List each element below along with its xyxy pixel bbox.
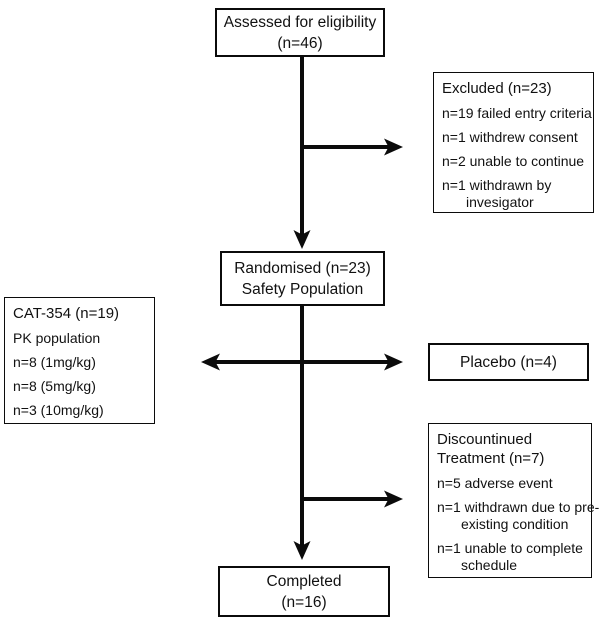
cat354-item: PK population	[13, 330, 101, 346]
discontinued-box: Discountinued Treatment (n=7) n=5 advers…	[428, 423, 600, 578]
cat354-item: n=8 (1mg/kg)	[13, 354, 96, 370]
cat354-title: CAT-354 (n=19)	[13, 305, 120, 322]
cat354-box: CAT-354 (n=19) PK population n=8 (1mg/kg…	[4, 297, 155, 424]
randomised-box: Randomised (n=23) Safety Population	[220, 251, 385, 306]
excluded-box: Excluded (n=23) n=19 failed entry criter…	[433, 72, 594, 213]
placebo-box: Placebo (n=4)	[428, 343, 589, 381]
discontinued-item: n=1 unable to complete schedule	[437, 540, 583, 573]
arrow-to-cat354-head	[201, 353, 220, 371]
arrow-assessed-to-randomised-head	[293, 230, 311, 249]
assessed-box: Assessed for eligibility (n=46)	[215, 8, 385, 57]
discontinued-item: n=5 adverse event	[437, 475, 553, 491]
excluded-item: n=1 withdrawn by invesigator	[442, 177, 552, 210]
completed-line-1: Completed	[266, 572, 342, 590]
arrow-to-discontinued-head	[384, 490, 403, 508]
cat354-item: n=3 (10mg/kg)	[13, 402, 104, 418]
cat354-item: n=8 (5mg/kg)	[13, 378, 96, 394]
discontinued-item: n=1 withdrawn due to pre- existing condi…	[437, 499, 600, 532]
excluded-title: Excluded (n=23)	[442, 80, 552, 97]
completed-line-2: (n=16)	[281, 593, 327, 611]
discontinued-title: Discountinued Treatment (n=7)	[437, 431, 545, 467]
randomised-line-1: Randomised (n=23)	[234, 259, 371, 277]
assessed-line-2: (n=46)	[277, 34, 323, 52]
excluded-item: n=2 unable to continue	[442, 153, 585, 169]
assessed-line-1: Assessed for eligibility	[223, 13, 377, 31]
placebo-label: Placebo (n=4)	[460, 353, 557, 371]
excluded-item: n=19 failed entry criteria	[442, 105, 592, 121]
excluded-item: n=1 withdrew consent	[442, 129, 578, 145]
randomised-line-2: Safety Population	[241, 280, 364, 298]
arrow-to-placebo-head	[384, 353, 403, 371]
arrow-randomised-to-completed-head	[293, 541, 311, 560]
completed-box: Completed (n=16)	[218, 566, 390, 617]
arrow-to-excluded-head	[384, 138, 403, 156]
